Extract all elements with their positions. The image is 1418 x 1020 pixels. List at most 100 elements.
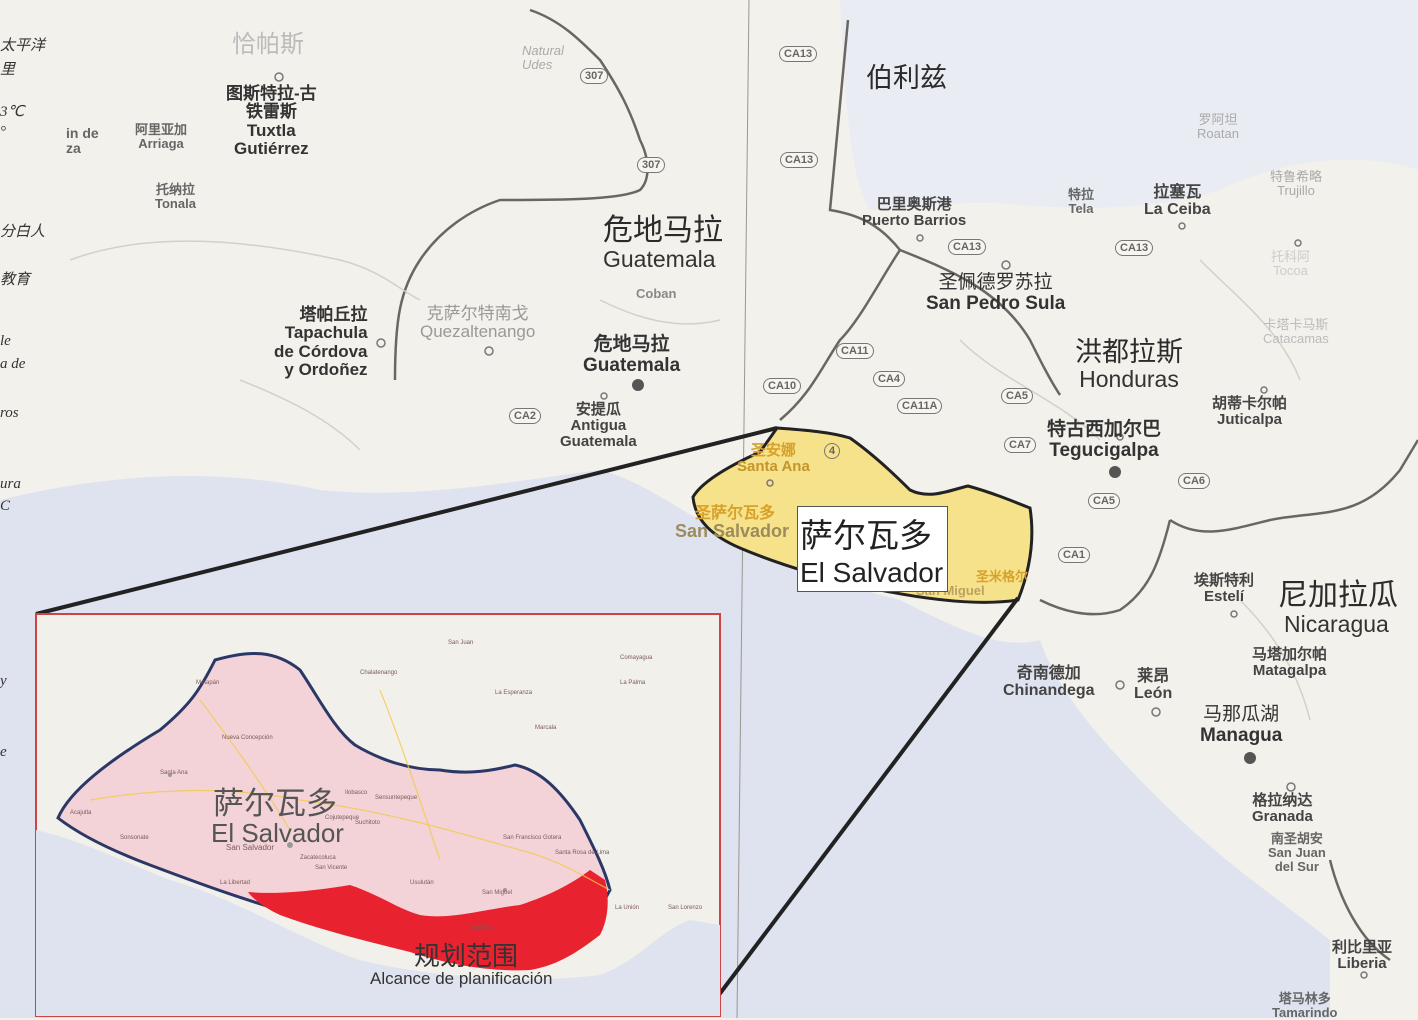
inset-tiny-label: Zacatecoluca — [300, 855, 336, 861]
callout-line-bottom — [701, 596, 1020, 1018]
liberia-label: 利比里亚 Liberia — [1332, 939, 1393, 973]
quezaltenango-label: 克萨尔特南戈 Quezaltenango — [420, 304, 536, 342]
callout-line-top — [35, 426, 778, 616]
honduras-label: 洪都拉斯 Honduras — [1075, 337, 1183, 393]
inset-roads — [89, 689, 611, 891]
label-es: Tuxtla Gutiérrez — [234, 120, 309, 159]
leon-label: 莱昂 León — [1134, 668, 1172, 703]
highway-shield: CA7 — [1004, 437, 1037, 453]
label-es: Tegucigalpa — [1049, 439, 1159, 461]
label-es: Guatemala — [603, 246, 716, 273]
label-zh: 危地马拉 — [593, 334, 670, 355]
inset-tiny-label: La Unión — [615, 905, 640, 911]
strip-line: ° — [0, 124, 6, 140]
label-es: Puerto Barrios — [862, 212, 967, 230]
planning-area — [248, 870, 608, 971]
managua-label: 马那瓜湖 Managua — [1200, 704, 1282, 746]
roatan-label: 罗阿坦 Roatan — [1197, 112, 1239, 142]
strip-line: C — [0, 498, 11, 514]
tamarindo-label: 塔马林多 Tamarindo — [1272, 991, 1338, 1020]
highway-shield: CA13 — [1115, 240, 1154, 256]
highway-shield: CA5 — [1001, 388, 1034, 404]
catacamas-label: 卡塔卡马斯 Catacamas — [1263, 317, 1329, 347]
label-es: Tapachula de Córdova y Ordoñez — [274, 323, 368, 380]
label-zh: 卡塔卡马斯 — [1263, 317, 1329, 332]
label-es: Catacamas — [1263, 331, 1329, 347]
inset-tiny-label: Suchitoto — [355, 820, 381, 826]
label-zh: 格拉纳达 — [1252, 792, 1313, 809]
mexico-chiapas-label: 恰帕斯 — [232, 32, 304, 58]
chinandega-label: 奇南德加 Chinandega — [1003, 665, 1095, 700]
inset-tiny-label: La Esperanza — [495, 690, 533, 696]
callout-zh: 萨尔瓦多 — [800, 517, 932, 554]
inset-tiny-label: Comayagua — [620, 655, 653, 661]
trujillo-label: 特鲁希略 Trujillo — [1270, 169, 1322, 198]
coban-label: Coban — [636, 286, 676, 301]
strip-line: ros — [0, 405, 19, 421]
managua-capital-dot — [1244, 752, 1256, 764]
admin-borders — [69, 240, 1311, 721]
guatemala-label: 危地马拉 Guatemala — [603, 214, 723, 273]
label-zh: 利比里亚 — [1332, 939, 1393, 956]
inset-tiny-label: San Francisco Gotera — [503, 835, 562, 841]
inset-tiny-label: Santa Rosa de Lima — [555, 850, 610, 856]
nicaragua-label: 尼加拉瓜 Nicaragua — [1278, 579, 1398, 637]
label-zh: 洪都拉斯 — [1075, 337, 1183, 367]
label-zh: 拉塞瓦 — [1153, 184, 1202, 201]
label-zh: 巴里奥斯港 — [876, 196, 952, 213]
belize-label: 伯利兹 — [866, 63, 947, 93]
label-zh: 马那瓜湖 — [1203, 704, 1280, 725]
label-zh: 塔帕丘拉 — [299, 305, 368, 324]
antigua-label: 安提瓜 Antigua Guatemala — [560, 401, 637, 451]
label-es: Chinandega — [1003, 682, 1095, 700]
highway-shield: CA10 — [763, 378, 802, 394]
inset-tiny-label: Metapán — [196, 680, 220, 686]
label-zh: 莱昂 — [1137, 668, 1170, 685]
label-zh: 克萨尔特南戈 — [426, 304, 529, 323]
label-zh: 托纳拉 — [155, 182, 195, 197]
label-zh: 马塔加尔帕 — [1252, 646, 1328, 663]
juticalpa-label: 胡蒂卡尔帕 Juticalpa — [1212, 395, 1287, 429]
label-zh: 南圣胡安 — [1270, 831, 1323, 846]
label-es: Honduras — [1079, 366, 1179, 393]
inset-tiny-label: San Vicente — [315, 865, 348, 871]
label-zh: 特古西加尔巴 — [1047, 419, 1162, 440]
label-es: Guatemala — [583, 354, 681, 376]
highway-shield: CA13 — [780, 152, 819, 168]
label-es: Tonala — [155, 196, 196, 212]
label-zh: 罗阿坦 — [1198, 112, 1238, 127]
label-es: Roatan — [1197, 126, 1239, 142]
planning-es-label: Alcance de planificación — [370, 969, 553, 988]
label-es: San Juan del Sur — [1268, 845, 1326, 875]
label-es: Matagalpa — [1252, 662, 1327, 680]
label-zh: 塔马林多 — [1278, 991, 1331, 1006]
highway-shield: CA2 — [509, 408, 542, 424]
label-zh: 尼加拉瓜 — [1278, 579, 1398, 612]
inset-tiny-label: Cojutepeque — [325, 815, 360, 821]
cropped-label: in de za — [66, 125, 99, 156]
planning-zh-label: 规划范围 — [414, 941, 519, 971]
inset-country-zh: 萨尔瓦多 — [213, 786, 337, 821]
label-zh: 恰帕斯 — [232, 31, 304, 58]
highway-shield: CA13 — [779, 46, 818, 62]
natural-reserve-label: Natural Udes — [522, 43, 564, 72]
label-es: Antigua Guatemala — [560, 417, 637, 451]
tegucigalpa-capital-dot — [1109, 466, 1121, 478]
label-es: Quezaltenango — [420, 322, 536, 342]
tegucigalpa-label: 特古西加尔巴 Tegucigalpa — [1047, 419, 1162, 461]
label-es: Juticalpa — [1216, 411, 1283, 429]
inset-tiny-label: La Palma — [620, 680, 646, 686]
label-es: Liberia — [1337, 955, 1387, 973]
strip-line: 3℃ — [0, 104, 25, 120]
granada-label: 格拉纳达 Granada — [1252, 792, 1313, 825]
label-zh: 圣萨尔瓦多 — [695, 505, 776, 522]
tapachula-label: 塔帕丘拉 Tapachula de Córdova y Ordoñez — [274, 305, 368, 380]
label-zh: 奇南德加 — [1016, 665, 1081, 682]
inset-city-dots — [168, 773, 507, 892]
esteli-label: 埃斯特利 Estelí — [1194, 572, 1254, 605]
guatemala-capital-dot — [632, 379, 644, 391]
santa-ana-label: 圣安娜 Santa Ana — [737, 442, 810, 475]
inset-tiny-label: Acajutla — [70, 810, 92, 816]
country-borders — [393, 8, 1418, 962]
